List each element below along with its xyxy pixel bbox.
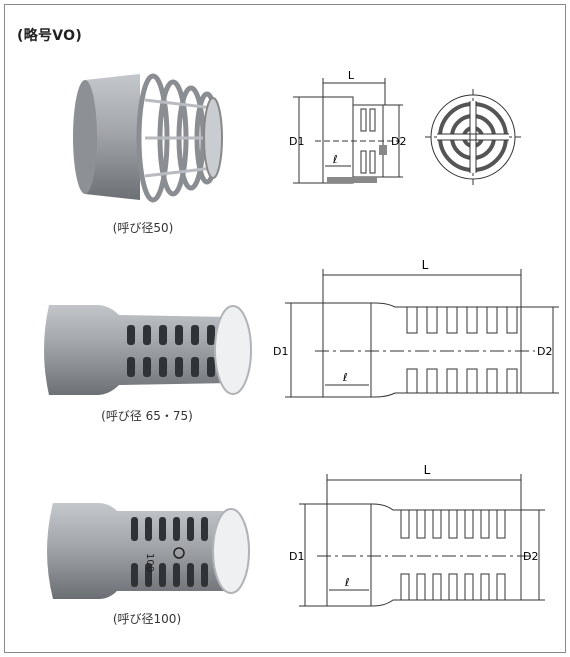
product-photo-100: 100 [47, 503, 250, 599]
dimension-drawing-65-75: L D1 D2 ℓ [273, 258, 559, 398]
dim-label-D2: D2 [391, 135, 406, 148]
dim-label-L: L [424, 463, 431, 477]
dim-label-D2: D2 [523, 550, 538, 563]
dim-label-D1: D1 [289, 550, 304, 563]
caption-100: (呼び径100) [112, 612, 182, 626]
dim-label-D1: D1 [273, 345, 288, 358]
end-view-drawing-50 [425, 89, 521, 185]
section-title: (略号VO) [17, 28, 83, 44]
product-photo-50 [73, 73, 223, 203]
dim-label-D1: D1 [289, 135, 304, 148]
dim-label-D2: D2 [537, 345, 552, 358]
size-marking: 100 [144, 553, 155, 572]
logo-mark-icon [173, 547, 185, 559]
product-photo-65-75 [44, 305, 252, 395]
dimension-drawing-100: L D1 D2 ℓ [289, 463, 545, 607]
caption-65-75: (呼び径 65・75) [101, 409, 193, 423]
dim-label-ell: ℓ [332, 153, 338, 166]
caption-50: (呼び径50) [112, 221, 174, 235]
dim-label-ell: ℓ [344, 576, 350, 589]
dim-label-ell: ℓ [342, 371, 348, 384]
dim-label-L: L [422, 258, 429, 272]
dim-label-L: L [348, 69, 355, 82]
catalog-panel: (略号VO) (呼び径50) [4, 4, 566, 653]
dimension-drawing-50: L D1 D2 ℓ [289, 69, 406, 184]
